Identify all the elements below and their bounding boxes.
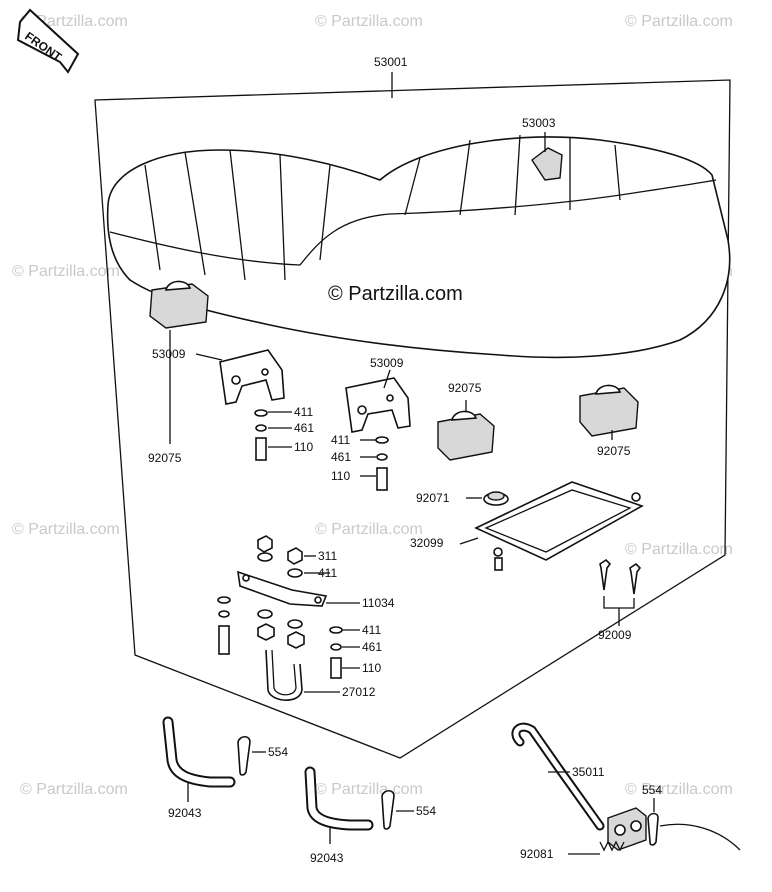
label-92081: 92081 [520,847,554,861]
label-92009: 92009 [598,628,632,642]
tube-mid [304,766,374,844]
label-92075-right: 92075 [597,444,631,458]
label-461-d: 461 [362,640,382,654]
label-53001: 53001 [374,55,408,69]
tube-left [162,716,236,802]
label-92075-mid: 92075 [448,381,482,395]
damper-left [149,280,209,329]
assembly-outline [94,79,731,759]
watermark-text: © Partzilla.com [315,521,423,538]
label-554-mid: 554 [416,804,436,818]
label-554-left: 554 [268,745,288,759]
watermark-text: © Partzilla.com [12,521,120,538]
pin-left [237,735,266,776]
seat-illustration: © Partzilla.com [106,134,731,359]
label-92075-left: 92075 [148,451,182,465]
latch-block [607,807,741,851]
label-411-c: 411 [318,566,337,580]
tray [474,481,644,571]
label-411-b: 411 [331,433,350,447]
nut-cluster [257,535,316,578]
watermark-text: © Partzilla.com [315,781,423,798]
bracket-11034 [237,570,360,607]
label-461-b: 461 [331,450,351,464]
leader-lines [169,72,613,574]
part-labels: 53001 53003 53009 53009 92075 92075 9207… [148,55,662,865]
label-554-right: 554 [642,783,662,797]
brand-watermark: © Partzilla.com [328,283,463,305]
watermark-text: © Partzilla.com [625,781,733,798]
u-bolt [265,649,340,701]
fasteners-lower [217,596,360,679]
fasteners-right [360,436,389,491]
label-110-a: 110 [294,440,313,454]
hook [511,722,605,831]
label-110-b: 110 [331,469,350,483]
label-32099: 32099 [410,536,444,550]
label-35011: 35011 [572,765,605,779]
fasteners-left [254,409,292,461]
watermark-text: © Partzilla.com [625,541,733,558]
bracket-left [219,349,285,405]
damper-mid [437,410,495,461]
label-92043-left: 92043 [168,806,202,820]
label-92071: 92071 [416,491,450,505]
damper-right [579,384,639,437]
pin-mid [381,789,414,830]
watermark-text: © Partzilla.com [12,263,120,280]
label-411-d: 411 [362,623,381,637]
screws [599,558,642,626]
label-110-d: 110 [362,661,381,675]
label-53003: 53003 [522,116,556,130]
label-27012: 27012 [342,685,376,699]
label-461-a: 461 [294,421,314,435]
label-311: 311 [318,549,337,563]
watermark-text: © Partzilla.com [625,13,733,30]
spring [568,840,625,855]
label-92043-mid: 92043 [310,851,344,865]
pin-right [647,798,659,846]
grommet [483,491,509,506]
watermark-text: © Partzilla.com [20,781,128,798]
label-411-a: 411 [294,405,313,419]
label-53009-right: 53009 [370,356,404,370]
watermarks: © Partzilla.com © Partzilla.com © Partzi… [12,13,733,798]
bracket-right [345,377,411,433]
label-11034: 11034 [362,596,395,610]
label-53009-left: 53009 [152,347,186,361]
watermark-text: © Partzilla.com [315,13,423,30]
